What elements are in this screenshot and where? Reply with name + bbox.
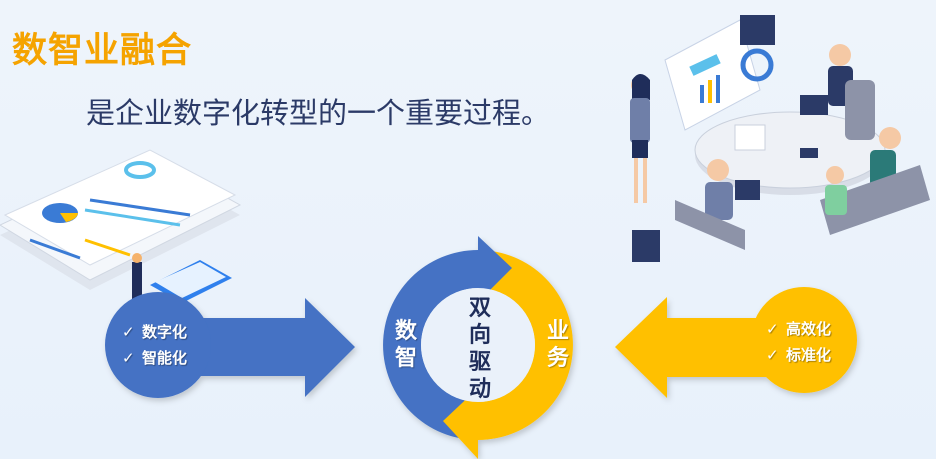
business-arrow [615, 287, 857, 398]
business-label: 业务 [546, 319, 569, 371]
two-way-cycle [383, 236, 573, 459]
digital-arrow [105, 292, 355, 398]
list-item: ✓ 数字化 [122, 319, 187, 345]
two-way-drive-label: 双向驱动 [468, 296, 491, 402]
digital-arc [383, 250, 478, 440]
check-icon: ✓ [766, 346, 779, 364]
digital-label: 数智 [394, 319, 417, 371]
right-circle-list: ✓ 高效化 ✓ 标准化 [766, 316, 831, 368]
item-label: 数字化 [142, 323, 188, 341]
business-arrowhead [443, 388, 478, 459]
item-label: 标准化 [786, 346, 832, 364]
digital-arrowhead [478, 236, 512, 302]
list-item: ✓ 智能化 [122, 345, 187, 371]
page-subtitle: 是企业数字化转型的一个重要过程。 [86, 96, 551, 130]
check-icon: ✓ [766, 320, 779, 338]
check-icon: ✓ [122, 349, 135, 367]
documents-illustration [0, 149, 242, 303]
list-item: ✓ 标准化 [766, 342, 831, 368]
page-title: 数智业融合 [12, 31, 193, 71]
business-arc [478, 250, 573, 440]
team-meeting-illustration [630, 15, 930, 262]
left-circle-list: ✓ 数字化 ✓ 智能化 [122, 319, 187, 371]
check-icon: ✓ [122, 323, 135, 341]
item-label: 智能化 [142, 349, 188, 367]
list-item: ✓ 高效化 [766, 316, 831, 342]
item-label: 高效化 [786, 320, 832, 338]
